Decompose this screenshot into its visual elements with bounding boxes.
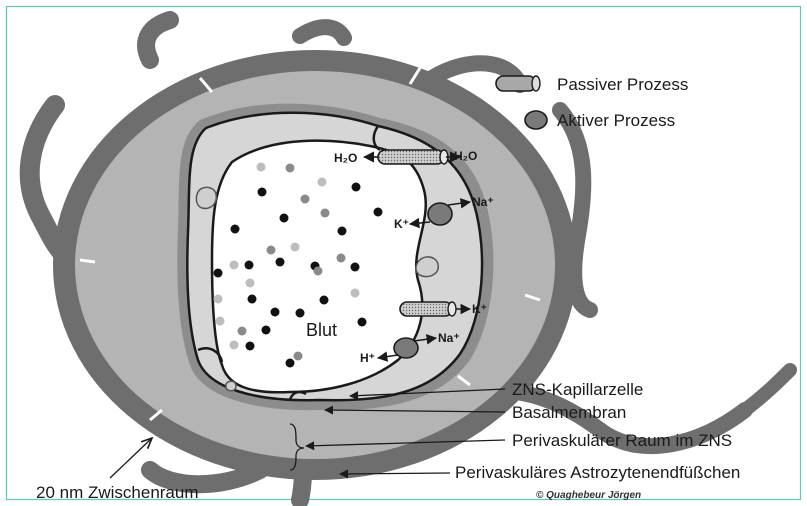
blood-particle bbox=[291, 243, 300, 252]
blood-particle bbox=[314, 267, 323, 276]
blood-particle bbox=[257, 163, 266, 172]
blood-particle bbox=[286, 164, 295, 173]
h-bottom-label: H⁺ bbox=[360, 351, 375, 365]
label-perivaskulaerer-raum: Perivaskulärer Raum im ZNS bbox=[512, 431, 732, 450]
cylinder-channel-icon bbox=[496, 76, 540, 91]
blood-particle bbox=[214, 295, 223, 304]
blood-particle bbox=[246, 342, 255, 351]
blood-particle bbox=[246, 279, 255, 288]
label-zwischenraum: 20 nm Zwischenraum bbox=[36, 483, 199, 502]
blood-particle bbox=[276, 258, 285, 267]
blood-particle bbox=[301, 195, 310, 204]
blood-particle bbox=[230, 261, 239, 270]
blood-particle bbox=[280, 214, 289, 223]
blood-particle bbox=[294, 352, 303, 361]
blood-particle bbox=[286, 359, 295, 368]
blood-particle bbox=[337, 254, 346, 263]
blood-particle bbox=[230, 341, 239, 350]
legend: Passiver Prozess Aktiver Prozess bbox=[496, 75, 688, 130]
blood-particle bbox=[214, 269, 223, 278]
blood-particle bbox=[231, 225, 240, 234]
legend-active-label: Aktiver Prozess bbox=[557, 111, 675, 130]
label-basalmembran: Basalmembran bbox=[512, 403, 626, 422]
blood-particle bbox=[262, 326, 271, 335]
k-top-label: K⁺ bbox=[394, 217, 409, 231]
h2o-outside-label: H₂O bbox=[454, 149, 477, 163]
na-top-label: Na⁺ bbox=[472, 195, 494, 209]
blood-particle bbox=[320, 296, 329, 305]
blood-particle bbox=[238, 327, 247, 336]
blood-particle bbox=[318, 178, 327, 187]
na-bottom-label: Na⁺ bbox=[438, 331, 460, 345]
credit-label: © Quaghebeur Jörgen bbox=[536, 490, 641, 501]
blood-particle bbox=[296, 309, 305, 318]
legend-passive-label: Passiver Prozess bbox=[557, 75, 688, 94]
h2o-inside-label: H₂O bbox=[334, 151, 357, 165]
blood-label: Blut bbox=[306, 320, 337, 340]
blood-particle bbox=[267, 246, 276, 255]
blood-particle bbox=[216, 317, 225, 326]
ellipse-pump-icon bbox=[525, 111, 547, 129]
k-bottom-label: K⁺ bbox=[472, 302, 487, 316]
blood-particle bbox=[321, 209, 330, 218]
blood-particle bbox=[271, 308, 280, 317]
blood-particle bbox=[358, 318, 367, 327]
blood-particle bbox=[338, 227, 347, 236]
blood-particle bbox=[248, 295, 257, 304]
label-zns-kapillarzelle: ZNS-Kapillarzelle bbox=[512, 380, 643, 399]
blood-particle bbox=[374, 208, 383, 217]
label-astrozytenendfuesschen: Perivaskuläres Astrozytenendfüßchen bbox=[455, 463, 740, 482]
blood-particle bbox=[351, 263, 360, 272]
blood-particle bbox=[352, 183, 361, 192]
blood-particle bbox=[351, 289, 360, 298]
blood-particle bbox=[245, 261, 254, 270]
blood-particle bbox=[258, 188, 267, 197]
